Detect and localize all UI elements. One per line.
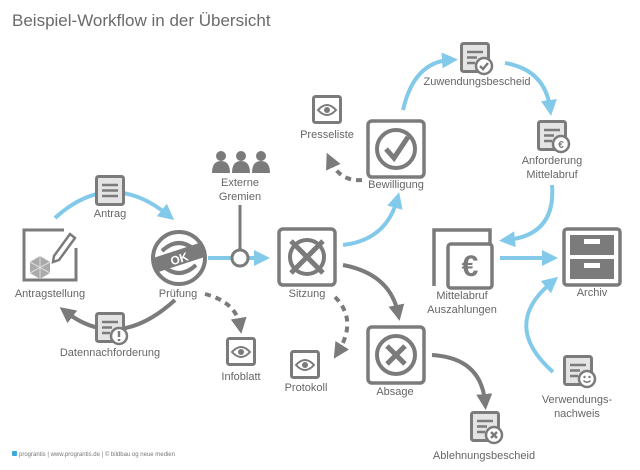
anforderung-euro-document-icon: € (537, 120, 571, 154)
arrow-anforderung-mittelabruf (499, 184, 555, 248)
label-ablehnungsbescheid: Ablehnungsbescheid (432, 450, 536, 462)
label-antrag: Antrag (93, 208, 127, 220)
stamp-ok-text: OK (169, 249, 191, 268)
label-sitzung: Sitzung (288, 288, 326, 300)
page-title: Beispiel-Workflow in der Übersicht (12, 11, 271, 30)
arrow-sitzung-protokoll (333, 295, 350, 359)
pruefung-ok-stamp-icon: OK (151, 230, 207, 286)
gremien-junction (230, 248, 250, 268)
arrow-absage-ablehnung (431, 353, 493, 410)
ablehnungsbescheid-document-icon (470, 411, 504, 445)
arrow-bewilligung-presseliste (326, 152, 363, 183)
verwendungsnachweis-document-icon (563, 355, 597, 389)
antrag-document-icon (95, 175, 125, 206)
bewilligung-check-icon (366, 119, 426, 179)
label-antragstellung: Antragstellung (14, 288, 86, 300)
label-protokoll: Protokoll (284, 382, 328, 394)
arrow-pruefung-infoblatt (204, 292, 247, 334)
antragstellung-icon (22, 228, 78, 282)
label-absage: Absage (376, 386, 414, 398)
label-verwendungsnachweis: Verwendungs-nachweis (541, 394, 613, 420)
arrow-sitzung-absage (342, 263, 405, 321)
protokoll-eye-icon (290, 350, 320, 379)
archiv-cabinet-icon (562, 227, 622, 287)
label-bewilligung: Bewilligung (368, 179, 424, 191)
infoblatt-eye-icon (226, 337, 256, 366)
zuwendungsbescheid-document-icon (460, 42, 494, 76)
sitzung-ballot-icon (277, 227, 337, 287)
absage-x-icon (366, 325, 426, 385)
brand-logo-icon (12, 451, 17, 456)
label-archiv: Archiv (576, 287, 608, 299)
label-zuwendungsbescheid: Zuwendungsbescheid (423, 76, 531, 88)
svg-text:€: € (558, 140, 564, 151)
svg-text:€: € (462, 250, 479, 283)
arrow-bewilligung-zuwendungsbescheid (401, 52, 458, 111)
arrow-sitzung-bewilligung (342, 192, 403, 247)
arrow-zuwendungsbescheid-anforderung (504, 61, 557, 116)
mittelabruf-euro-icon: € (432, 228, 494, 290)
people-group-icon (212, 151, 270, 173)
datennachforderung-alert-document-icon (95, 312, 129, 346)
label-datennachforderung: Datennachforderung (59, 347, 161, 359)
arrow-verwendung-archiv (524, 276, 559, 374)
footer-credits: prograntis | www.prograntis.de | © bildb… (12, 451, 175, 458)
label-pruefung: Prüfung (158, 288, 198, 300)
label-presseliste: Presseliste (300, 129, 354, 141)
presseliste-eye-icon (312, 95, 342, 124)
label-infoblatt: Infoblatt (221, 371, 261, 383)
